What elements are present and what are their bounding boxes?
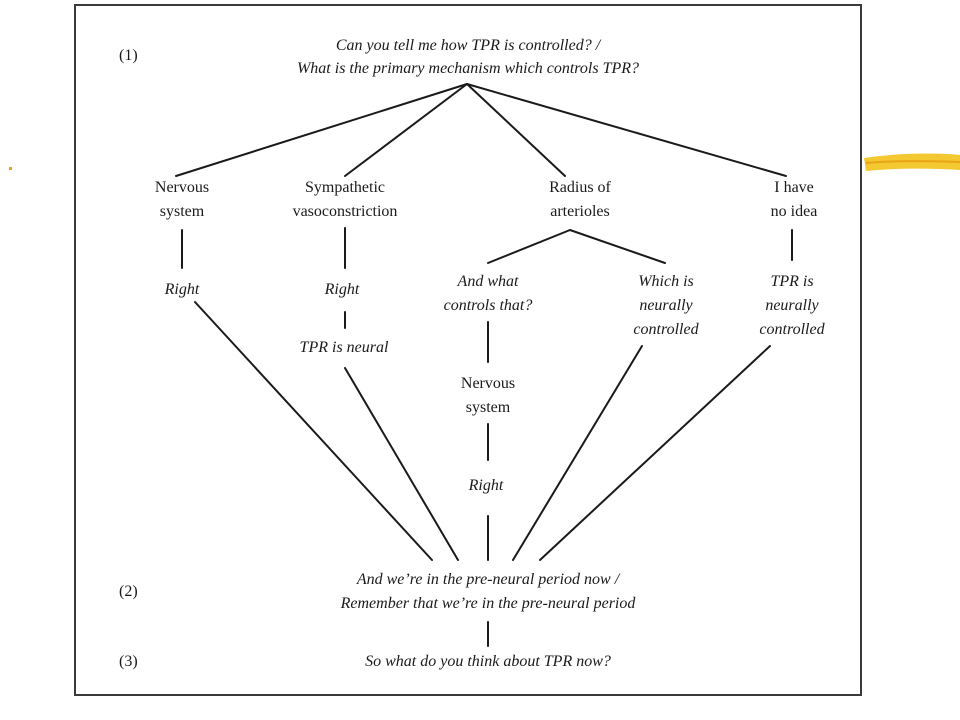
step-label-3: (3) <box>119 653 138 670</box>
response-tpris-line2: neurally <box>765 297 819 314</box>
bullet-dot <box>9 167 12 170</box>
response-right-3: Right <box>468 477 504 494</box>
answer-sympathetic-line1: Sympathetic <box>305 179 385 196</box>
edge-radius-andwhat <box>487 229 571 264</box>
convergence-line1: And we’re in the pre-neural period now / <box>356 571 620 588</box>
response-right-2: Right <box>324 281 360 298</box>
edge-tprneural-convergence <box>344 367 459 561</box>
edge-tpris-convergence <box>539 345 771 561</box>
answer-radius-line1: Radius of <box>549 179 611 196</box>
edge-radius-whichis <box>569 229 666 264</box>
response-tpris-line1: TPR is <box>770 273 814 290</box>
answer-sympathetic-line2: vasoconstriction <box>292 203 398 220</box>
edge-whichis-convergence <box>512 345 643 561</box>
response-nervous2-line2: system <box>465 399 511 416</box>
diagram-frame <box>74 4 862 696</box>
response-right-1: Right <box>164 281 200 298</box>
answer-nervous-line2: system <box>159 203 205 220</box>
top-question-line2: What is the primary mechanism which cont… <box>296 60 640 77</box>
final-question: So what do you think about TPR now? <box>365 653 611 670</box>
response-tpr-neural: TPR is neural <box>299 339 389 356</box>
answer-noidea-line2: no idea <box>770 203 818 220</box>
answer-radius-line2: arterioles <box>550 203 610 220</box>
edge-root-radius <box>466 83 566 177</box>
edge-right1-convergence <box>194 301 433 561</box>
answer-nervous-line1: Nervous <box>154 179 210 196</box>
response-whichis-line1: Which is <box>638 273 694 290</box>
answer-noidea-line1: I have <box>774 179 814 196</box>
response-andwhat-line2: controls that? <box>443 297 533 314</box>
response-whichis-line3: controlled <box>633 321 699 338</box>
top-question-line1: Can you tell me how TPR is controlled? / <box>335 37 601 54</box>
step-label-2: (2) <box>119 583 138 600</box>
edge-root-sympathetic <box>344 83 468 177</box>
response-andwhat-line1: And what <box>457 273 519 290</box>
response-nervous2-line1: Nervous <box>460 375 516 392</box>
edge-root-noidea <box>466 83 787 177</box>
step-label-1: (1) <box>119 47 138 64</box>
response-tpris-line3: controlled <box>759 321 825 338</box>
response-whichis-line2: neurally <box>639 297 693 314</box>
convergence-line2: Remember that we’re in the pre-neural pe… <box>340 595 636 612</box>
edge-root-nervous <box>175 83 468 177</box>
